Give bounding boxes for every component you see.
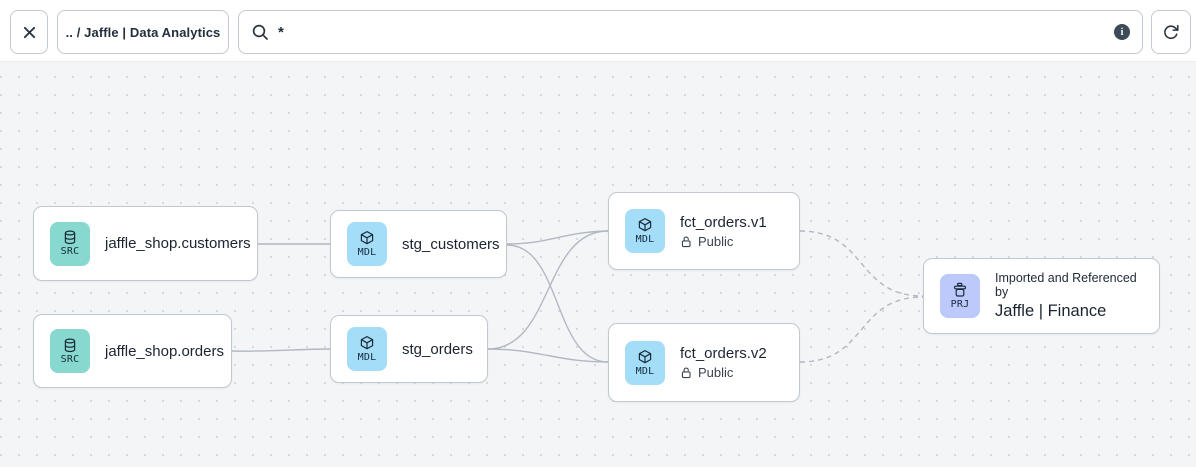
source-badge: SRC [50,221,90,266]
database-icon [64,338,76,352]
node-title: stg_orders [402,340,473,358]
archive-icon [953,282,967,297]
cube-icon [638,218,652,232]
search-bar: i [238,10,1143,54]
node-fct-orders-v2[interactable]: MDL fct_orders.v2 Public [608,323,800,402]
node-title: stg_customers [402,235,500,253]
node-title: fct_orders.v1 [680,213,767,231]
access-label: Public [698,233,734,249]
node-title: jaffle_shop.orders [105,342,224,360]
project-note: Imported and Referenced by [995,271,1137,299]
badge-label: MDL [635,365,655,377]
node-stg-orders[interactable]: MDL stg_orders [330,315,488,383]
close-button[interactable] [10,10,48,54]
model-badge: MDL [347,327,387,371]
model-badge: MDL [625,209,665,253]
cube-icon [360,231,374,245]
node-src-jaffle-shop-orders[interactable]: SRC jaffle_shop.orders [33,314,232,388]
unlock-icon [681,367,691,379]
refresh-icon [1164,24,1179,40]
database-icon [64,230,76,245]
source-badge: SRC [50,329,90,373]
node-stg-customers[interactable]: MDL stg_customers [330,210,507,278]
model-badge: MDL [625,340,665,385]
project-badge: PRJ [940,274,980,318]
cube-icon [360,336,374,350]
node-prj-jaffle-finance[interactable]: PRJ Imported and Referenced by Jaffle | … [923,258,1160,334]
badge-label: SRC [60,353,80,365]
badge-label: SRC [60,246,80,257]
badge-label: MDL [357,247,377,258]
node-title: jaffle_shop.customers [105,235,251,252]
info-icon[interactable]: i [1114,24,1130,40]
badge-label: MDL [635,234,655,245]
model-badge: MDL [347,222,387,266]
breadcrumb[interactable]: .. / Jaffle | Data Analytics [57,10,229,54]
node-src-jaffle-shop-customers[interactable]: SRC jaffle_shop.customers [33,206,258,281]
project-title: Jaffle | Finance [995,302,1107,320]
node-title: fct_orders.v2 [680,345,767,362]
breadcrumb-label: .. / Jaffle | Data Analytics [65,24,221,40]
search-icon [252,24,268,40]
unlock-icon [681,236,691,247]
node-fct-orders-v1[interactable]: MDL fct_orders.v1 Public [608,192,800,270]
cube-icon [638,349,652,363]
badge-label: PRJ [950,299,970,310]
top-toolbar: .. / Jaffle | Data Analytics i [0,0,1196,62]
badge-label: MDL [357,352,377,363]
close-icon [23,26,35,38]
search-input[interactable] [278,23,1105,41]
access-label: Public [698,365,734,380]
refresh-button[interactable] [1151,10,1191,54]
